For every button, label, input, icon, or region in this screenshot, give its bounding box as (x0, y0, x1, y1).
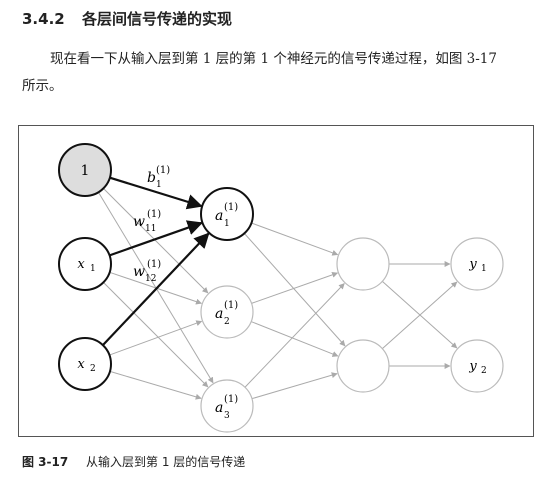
svg-text:11: 11 (145, 224, 156, 234)
svg-text:1: 1 (481, 264, 487, 274)
svg-text:y: y (468, 257, 477, 272)
section-heading: 3.4.2 各层间信号传递的实现 (22, 8, 232, 29)
edge-h2-y1 (382, 281, 458, 350)
edge-bias-a1 (109, 176, 203, 210)
svg-text:a: a (215, 400, 223, 416)
svg-text:1: 1 (90, 264, 96, 274)
caption-label: 图 3-17 (22, 455, 69, 469)
svg-text:1: 1 (81, 163, 90, 179)
svg-text:2: 2 (224, 317, 230, 327)
svg-text:(1): (1) (156, 165, 170, 176)
node-hidden2-2 (336, 339, 390, 393)
svg-text:1: 1 (224, 219, 230, 229)
svg-text:w: w (133, 214, 145, 230)
figure-caption: 图 3-17 从输入层到第 1 层的信号传递 (22, 453, 245, 470)
node-x2: x 2 (58, 337, 112, 391)
edge-a2-h1 (251, 271, 339, 304)
node-a1-1: a 1 (1) (200, 187, 254, 241)
svg-text:a: a (215, 306, 223, 322)
edge-a1-h2 (243, 233, 346, 347)
edge-a3-h2 (251, 372, 338, 400)
node-a3-1: a 3 (1) (200, 379, 254, 433)
edge-a2-h2 (250, 321, 339, 357)
section-title: 各层间信号传递的实现 (81, 10, 232, 28)
caption-text: 从输入层到第 1 层的信号传递 (86, 455, 246, 469)
edge-x2-a2 (109, 320, 203, 356)
edge-bias-a2 (103, 188, 209, 294)
neural-network-figure: 1 x 1 x 2 a 1 (1) a 2 (1) a 3 (1) (18, 125, 534, 437)
svg-text:2: 2 (481, 366, 487, 376)
node-y1: y 1 (450, 237, 504, 291)
node-a2-1: a 2 (1) (200, 285, 254, 339)
svg-text:y: y (468, 359, 477, 374)
svg-text:(1): (1) (224, 202, 238, 213)
node-x1: x 1 (58, 237, 112, 291)
svg-text:12: 12 (145, 274, 156, 284)
label-b1: b 1 (1) (147, 165, 170, 190)
bold-edges (102, 176, 210, 346)
edge-x1-a1 (109, 220, 203, 257)
network-diagram: 1 x 1 x 2 a 1 (1) a 2 (1) a 3 (1) (58, 143, 504, 433)
svg-text:x: x (77, 257, 85, 272)
section-number: 3.4.2 (22, 10, 65, 28)
paragraph-line-2: 所示。 (22, 78, 63, 94)
svg-text:x: x (77, 357, 85, 372)
node-bias: 1 (58, 143, 112, 197)
edge-x1-a3 (103, 282, 209, 388)
edge-x1-a2 (109, 271, 202, 305)
svg-text:(1): (1) (224, 300, 238, 311)
svg-text:b: b (147, 170, 156, 186)
edge-a1-h1 (251, 222, 339, 256)
label-w11: w 11 (1) (133, 209, 161, 234)
node-y2: y 2 (450, 339, 504, 393)
edge-x2-a1 (102, 232, 210, 346)
svg-text:w: w (133, 264, 145, 280)
edge-x2-a3 (109, 370, 202, 400)
paragraph-line-1: 现在看一下从输入层到第 1 层的第 1 个神经元的信号传递过程，如图 3-17 (50, 51, 497, 67)
svg-text:(1): (1) (147, 259, 161, 270)
node-hidden2-1 (336, 237, 390, 291)
svg-text:(1): (1) (147, 209, 161, 220)
svg-text:a: a (215, 208, 223, 224)
svg-text:1: 1 (156, 180, 162, 190)
svg-text:(1): (1) (224, 394, 238, 405)
svg-text:3: 3 (224, 411, 230, 421)
label-w12: w 12 (1) (133, 259, 161, 284)
edge-a3-h1 (244, 283, 345, 388)
body-paragraph: 现在看一下从输入层到第 1 层的第 1 个神经元的信号传递过程，如图 3-17 … (22, 46, 537, 100)
svg-text:2: 2 (90, 364, 96, 374)
light-edges (97, 188, 458, 400)
